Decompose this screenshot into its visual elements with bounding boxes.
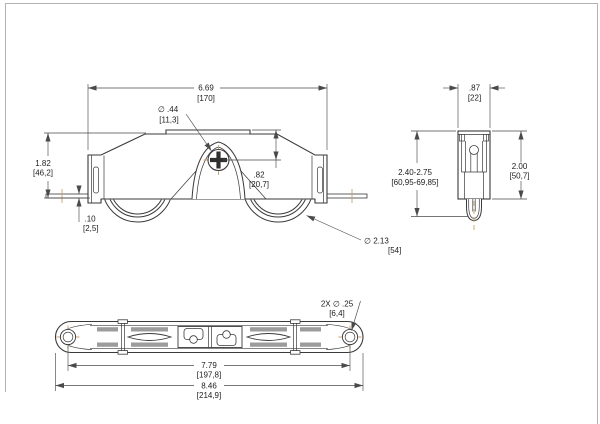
side-keyhole-slot — [469, 145, 479, 155]
dim-front-height-mm: [46,2] — [33, 169, 53, 178]
left-tab-slot — [93, 166, 99, 194]
housing-flange-lines — [170, 170, 267, 200]
pin-centerline-ticks — [61, 189, 353, 203]
dim-front-tab-thickness-in: .10 — [85, 215, 97, 224]
front-wheels — [104, 199, 312, 223]
side-housing — [457, 130, 491, 200]
bottom-view: 2X ∅ .25 [6,4] 7.79 [197,8] 8.46 [214,9] — [54, 300, 364, 400]
dim-front-screw-dia-mm: [11,3] — [159, 116, 178, 125]
mounting-holes — [56, 325, 362, 349]
dim-side-body-height-in: 2.00 — [512, 162, 528, 171]
right-wheel-groove — [245, 333, 292, 341]
center-adjuster — [177, 326, 243, 348]
dim-side-body-height: 2.00 [50,7] — [492, 130, 530, 200]
dim-front-screw-offset-mm: [20,7] — [249, 180, 269, 189]
dim-front-wheel-dia-in: ∅ 2.13 — [364, 237, 389, 246]
dim-side-width-in: .87 — [469, 84, 481, 93]
right-mounting-hole — [341, 328, 359, 346]
dim-bottom-hole-dia-mm: [6,4] — [329, 309, 345, 318]
dim-side-adjust-range-mm: [60,95-69,85] — [391, 178, 438, 187]
dim-bottom-hole-spacing-mm: [197,8] — [197, 371, 221, 380]
dim-front-screw-dia-in: ∅ .44 — [158, 105, 179, 114]
dim-front-wheel-dia-mm: [54] — [388, 246, 401, 255]
dim-bottom-hole-dia: 2X ∅ .25 [6,4] — [321, 300, 361, 331]
dim-front-overall-width-mm: [170] — [197, 94, 215, 103]
left-track-pin — [45, 193, 89, 199]
dim-bottom-overall-length: 8.46 [214,9] — [55, 353, 364, 400]
front-view: 6.69 [170] ∅ .44 [11,3] 1.82 [46,2] .10 … — [33, 84, 401, 256]
dim-front-screw-offset-in: .82 — [253, 171, 265, 180]
dim-bottom-overall-length-in: 8.46 — [201, 382, 217, 391]
right-wheel — [244, 199, 312, 223]
dim-side-body-height-mm: [50,7] — [509, 172, 529, 181]
left-wheel — [104, 199, 171, 223]
dim-front-overall-width-in: 6.69 — [198, 84, 214, 93]
dim-front-height: 1.82 [46,2] — [33, 132, 146, 199]
dim-bottom-hole-spacing-in: 7.79 — [201, 361, 217, 370]
dim-front-overall-width: 6.69 [170] — [87, 84, 328, 150]
dim-front-wheel-dia: ∅ 2.13 [54] — [306, 215, 401, 255]
dim-front-tab-thickness: .10 [2,5] — [76, 185, 99, 233]
dim-front-tab-thickness-mm: [2,5] — [83, 224, 99, 233]
dim-bottom-hole-dia-in: 2X ∅ .25 — [321, 300, 354, 309]
dim-bottom-hole-spacing: 7.79 [197,8] — [67, 346, 351, 380]
dim-side-width: .87 [22] — [443, 84, 505, 128]
left-wheel-groove — [126, 333, 173, 341]
wheel-treads — [97, 327, 321, 347]
dim-side-adjust-range: 2.40-2.75 [60,95-69,85] — [391, 130, 468, 217]
dim-front-screw-offset: .82 [20,7] — [222, 129, 281, 189]
housing-inner-lines — [91, 133, 324, 203]
dim-side-width-mm: [22] — [468, 94, 481, 103]
sheet-border — [5, 3, 598, 424]
dim-front-screw-dia: ∅ .44 [11,3] — [158, 105, 212, 152]
dim-side-adjust-range-in: 2.40-2.75 — [398, 168, 432, 177]
end-clips — [117, 319, 301, 355]
side-channel-lines — [461, 134, 487, 172]
right-track-pin — [326, 193, 368, 199]
left-mounting-hole — [59, 328, 77, 346]
right-tab-slot — [317, 166, 323, 194]
dim-front-height-in: 1.82 — [35, 159, 51, 168]
side-view: .87 [22] 2.40-2.75 [60,95-69,85] 2.00 [5… — [391, 84, 530, 232]
dim-bottom-overall-length-mm: [214,9] — [197, 391, 221, 400]
